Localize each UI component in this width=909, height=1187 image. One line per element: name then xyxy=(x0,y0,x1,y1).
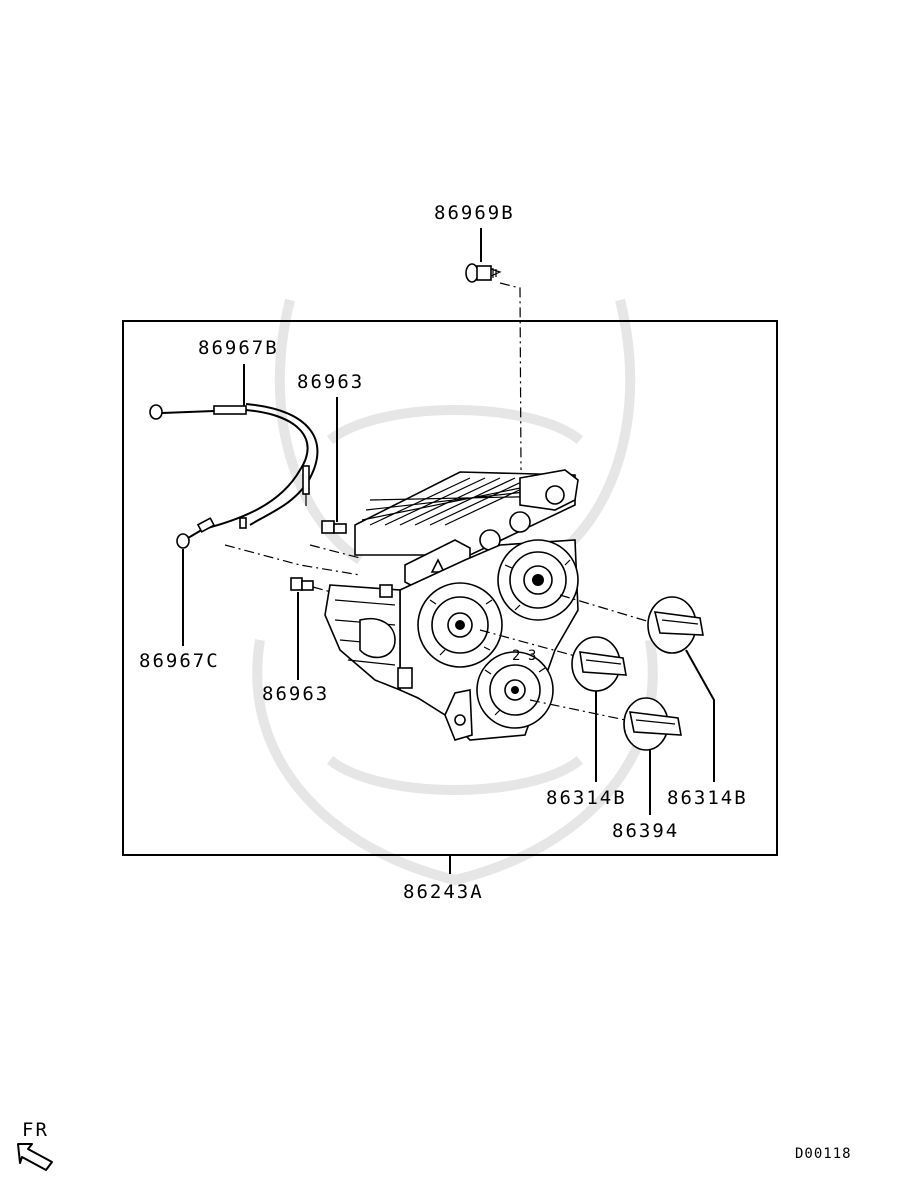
cable-part[interactable] xyxy=(149,364,361,576)
direction-label: FR xyxy=(22,1119,49,1141)
label-bulb-lower: 86963 xyxy=(262,683,329,705)
knob-right-part[interactable] xyxy=(647,596,715,782)
label-bolt-top: 86969B xyxy=(434,202,515,224)
bolt-part[interactable] xyxy=(465,228,522,471)
knob-center-axis xyxy=(479,629,591,661)
label-cable: 86967B xyxy=(198,337,279,359)
label-knob-right: 86314B xyxy=(667,787,748,809)
diagram-code: D00118 xyxy=(795,1146,852,1162)
label-bulb-upper: 86963 xyxy=(297,371,364,393)
knob-small-part[interactable] xyxy=(623,697,682,815)
control-unit-body[interactable]: 2 3 xyxy=(324,469,579,741)
knob-small-axis xyxy=(529,699,636,723)
front-direction-arrow-icon xyxy=(17,1143,53,1171)
label-knob-center: 86314B xyxy=(546,787,627,809)
label-assembly: 86243A xyxy=(403,881,484,903)
label-knob-small: 86394 xyxy=(612,820,679,842)
knob-center-part[interactable] xyxy=(571,636,627,782)
knob-right-axis xyxy=(559,594,661,626)
dial-mark-1: 2 xyxy=(512,648,521,664)
label-clip: 86967C xyxy=(139,650,220,672)
dial-mark-2: 3 xyxy=(528,648,537,664)
bulb-upper-part[interactable] xyxy=(309,397,361,559)
